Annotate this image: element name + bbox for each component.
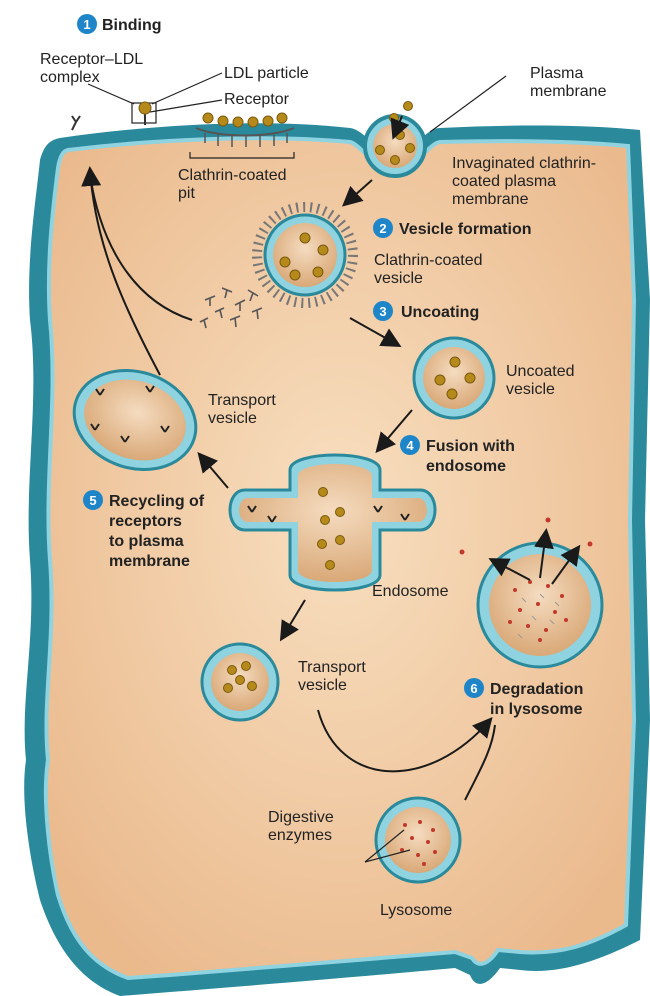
label-endosome: Endosome (372, 583, 449, 600)
step-title: Vesicle formation (399, 221, 532, 238)
label-receptor: Receptor (224, 91, 290, 108)
label-plasma-membrane: Plasma (530, 65, 583, 82)
label-transport-vesicle: Transport (298, 659, 366, 676)
step-number: 3 (379, 304, 386, 319)
label-clathrin-coated-pit: pit (178, 185, 195, 202)
ldl-particle (390, 114, 399, 123)
label-invaginated: coated plasma (452, 173, 556, 190)
invaginated-pit (365, 102, 425, 177)
free-receptor (72, 116, 80, 130)
step-number: 6 (470, 681, 477, 696)
label-uncoated-vesicle: Uncoated (506, 363, 575, 380)
step-title: Binding (102, 17, 162, 34)
label-clathrin-coated-pit: Clathrin-coated (178, 167, 287, 184)
label-transport-vesicle: vesicle (208, 410, 257, 427)
step-title-line: to plasma (109, 533, 184, 550)
label-ldl-particle: LDL particle (224, 65, 309, 82)
label-transport-vesicle: Transport (208, 392, 276, 409)
step-title: Uncoating (401, 304, 479, 321)
ldl-particle (404, 102, 413, 111)
label-digestive-enzymes: enzymes (268, 827, 332, 844)
step-number: 5 (89, 493, 96, 508)
step-number: 4 (406, 438, 414, 453)
step-number: 2 (379, 221, 386, 236)
label-receptor-ldl-complex: complex (40, 69, 100, 86)
uncoated-vesicle (414, 338, 494, 418)
step-title-line: Degradation (490, 681, 583, 698)
step-title-line: in lysosome (490, 701, 583, 718)
label-clathrin-coated-vesicle: Clathrin-coated (374, 252, 483, 269)
transport-vesicle-to-lysosome (202, 644, 278, 720)
receptor-ldl-complex (132, 102, 156, 125)
label-receptor-ldl-complex: Receptor–LDL (40, 51, 143, 68)
step-title-line: receptors (109, 513, 182, 530)
step-title-line: Fusion with (426, 438, 515, 455)
lysosome (376, 798, 460, 882)
step-1: 1 Binding (77, 14, 162, 34)
label-uncoated-vesicle: vesicle (506, 381, 555, 398)
label-invaginated: membrane (452, 191, 529, 208)
label-invaginated: Invaginated clathrin- (452, 155, 596, 172)
label-clathrin-coated-vesicle: vesicle (374, 270, 423, 287)
ldl-particle (139, 102, 151, 114)
label-digestive-enzymes: Digestive (268, 809, 334, 826)
step-3: 3 Uncoating (373, 301, 479, 321)
label-transport-vesicle: vesicle (298, 677, 347, 694)
label-plasma-membrane: membrane (530, 83, 607, 100)
step-title-line: Recycling of (109, 493, 205, 510)
label-lysosome: Lysosome (380, 902, 452, 919)
step-title-line: endosome (426, 458, 506, 475)
step-title-line: membrane (109, 553, 190, 570)
step-number: 1 (83, 17, 90, 32)
